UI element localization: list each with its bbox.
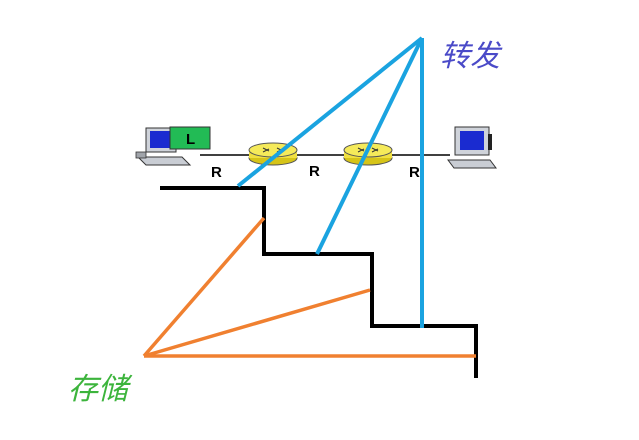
- forward-label: 转发: [440, 39, 503, 74]
- router-label-1: R: [211, 164, 222, 181]
- router-label-3: R: [409, 164, 420, 181]
- router-label-2: R: [309, 163, 320, 180]
- forward-lines: [236, 36, 424, 328]
- forward-line-2: [315, 37, 424, 255]
- staircase-steps: [160, 186, 478, 378]
- store-label: 存储: [68, 372, 133, 407]
- store-line-1: [142, 216, 266, 358]
- packet-box: L: [169, 126, 211, 150]
- store-lines: [142, 216, 476, 358]
- store-line-2: [143, 288, 371, 358]
- forward-line-1: [236, 36, 424, 188]
- packet-label: L: [186, 131, 195, 148]
- destination-host-icon: [447, 126, 497, 169]
